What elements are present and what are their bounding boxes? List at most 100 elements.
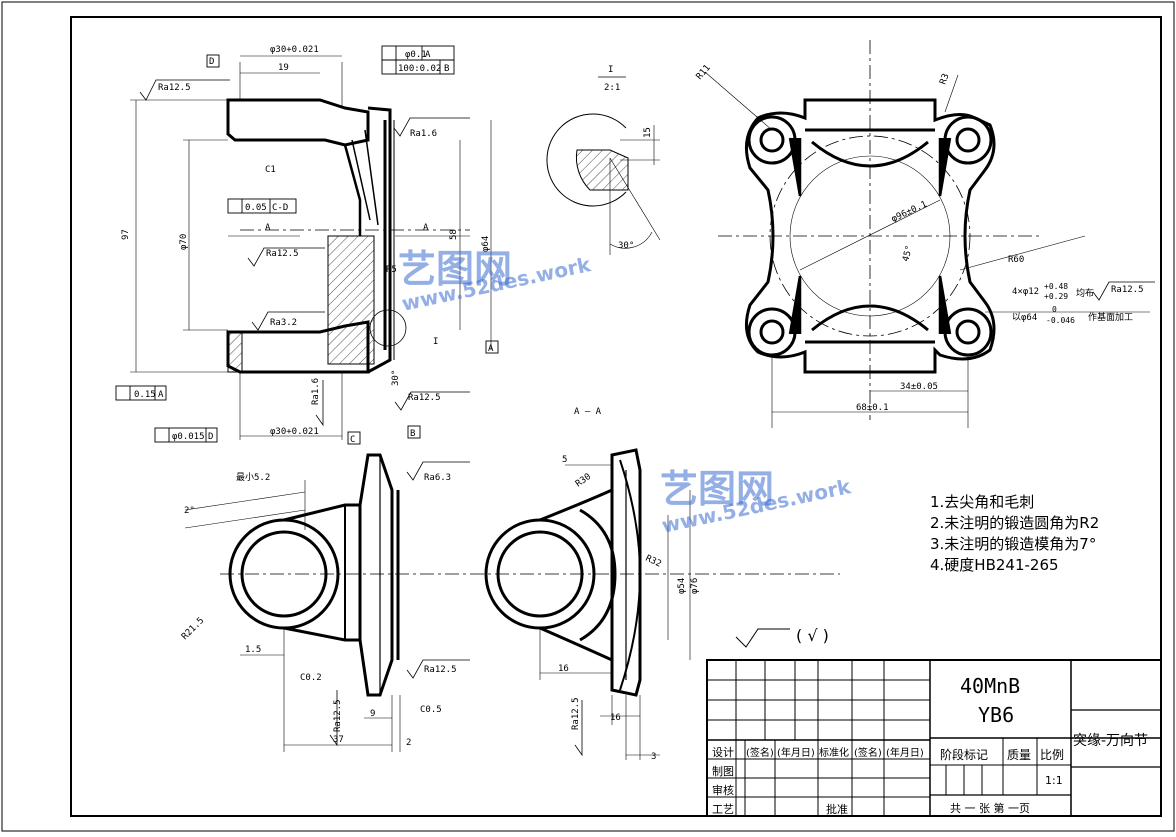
holes-even-label: 均布 xyxy=(1076,287,1094,299)
radius-r32: R32 xyxy=(644,554,663,570)
dim-d96: φ96±0.1 xyxy=(890,200,929,225)
dim-9: 9 xyxy=(370,709,375,719)
note-2: 2.未注明的锻造圆角为R2 xyxy=(930,514,1100,532)
row-design: 设计 xyxy=(712,746,734,759)
radius-r215: R21.5 xyxy=(180,616,206,642)
roughness-125-holes: Ra12.5 xyxy=(1111,285,1144,295)
gdt-conc-value: φ0.015 xyxy=(172,432,205,442)
dim-3: 3 xyxy=(651,752,656,762)
bottom-side-view xyxy=(184,453,840,752)
gdt-par-value: 100:0.02 xyxy=(398,64,441,74)
bore-tol-upper: 0 xyxy=(1052,305,1057,314)
dim-16-a: 16 xyxy=(558,664,569,674)
angle-45: 45° xyxy=(901,244,915,262)
scale-value: 1:1 xyxy=(1045,774,1063,787)
dim-15: 1.5 xyxy=(245,645,261,655)
row-process: 工艺 xyxy=(712,803,734,816)
bore-note: 作基面加工 xyxy=(1088,311,1133,323)
detail-callout-i: I xyxy=(433,337,438,347)
dim-5: 5 xyxy=(562,455,567,465)
mass-label: 质量 xyxy=(1007,748,1032,762)
dim-2: 2 xyxy=(406,738,411,748)
roughness-16-bore: Ra1.6 xyxy=(311,378,321,405)
dim-d70: φ70 xyxy=(179,234,189,250)
roughness-125-vert-right: Ra12.5 xyxy=(571,697,581,730)
drawing-number: YB6 xyxy=(978,703,1015,727)
note-1: 1.去尖角和毛刺 xyxy=(930,493,1035,511)
radius-r30: R30 xyxy=(574,472,593,490)
detail-scale: 2:1 xyxy=(604,83,620,93)
holes-tol-upper: +0.48 xyxy=(1044,282,1068,291)
dim-min-52: 最小5.2 xyxy=(236,472,270,483)
drawing-labels: φ30+0.021 19 φ30+0.021 97 φ70 58 φ64 C1 … xyxy=(121,45,1144,762)
part-name: 突缘-万向节 xyxy=(1073,733,1149,749)
chamfer-c05: C0.5 xyxy=(420,705,442,715)
note-3: 3.未注明的锻造模角为7° xyxy=(930,535,1097,553)
date-label-1: (年月日) xyxy=(777,748,815,759)
watermark-cn-2: 艺图网 xyxy=(660,467,775,511)
dim-d54: φ54 xyxy=(677,578,687,594)
bore-tol-lower: -0.046 xyxy=(1046,316,1075,325)
sheet-count: 共 一 张 第 一页 xyxy=(950,802,1030,815)
detail-view-i xyxy=(546,76,661,255)
section-mark-a-right: A xyxy=(423,223,429,233)
section-mark-a-left: A xyxy=(265,223,271,233)
sign-label-1: (签名) xyxy=(746,748,774,759)
roughness-125-bottom: Ra12.5 xyxy=(424,665,457,675)
radius-r11: R11 xyxy=(695,63,713,82)
dim-97: 97 xyxy=(121,229,131,240)
section-a-a-view xyxy=(484,448,691,760)
gdt-sym-value: 0.15 xyxy=(134,390,156,400)
roughness-16-flange: Ra1.6 xyxy=(410,129,437,139)
dim-58: 58 xyxy=(449,229,459,240)
radius-r3: R3 xyxy=(938,72,951,86)
dim-detail-15: 15 xyxy=(643,127,653,138)
radius-r5: R5 xyxy=(386,265,397,275)
gdt-conc-ref: D xyxy=(208,432,213,442)
datum-a: A xyxy=(488,344,494,354)
dim-d30-top: φ30+0.021 xyxy=(270,45,319,55)
gdt-par-ref: B xyxy=(444,64,449,74)
dim-d64: φ64 xyxy=(481,236,491,252)
gdt-pos-value: φ0.1 xyxy=(405,50,427,60)
radius-r60: R60 xyxy=(1008,255,1024,265)
gdt-perp-ref: C-D xyxy=(272,203,288,213)
roughness-63: Ra6.3 xyxy=(424,473,451,483)
note-4: 4.硬度HB241-265 xyxy=(930,556,1059,574)
holes-spec: 4×φ12 xyxy=(1012,287,1039,297)
gdt-perp-value: 0.05 xyxy=(245,203,267,213)
dim-19: 19 xyxy=(278,63,289,73)
angle-2: 2° xyxy=(184,506,195,516)
gdt-sym-ref: A xyxy=(158,390,164,400)
chamfer-c02: C0.2 xyxy=(300,673,322,683)
roughness-32: Ra3.2 xyxy=(270,318,297,328)
datum-c: C xyxy=(350,435,355,445)
holes-tol-lower: +0.29 xyxy=(1044,292,1068,301)
title-block-grid xyxy=(706,628,1162,817)
detail-title-i: I xyxy=(608,65,613,75)
watermark-cn-1: 艺图网 xyxy=(398,247,513,291)
roughness-125-vert-left: Ra12.5 xyxy=(333,699,343,732)
inner-frame xyxy=(70,16,1162,817)
roughness-125-top: Ra12.5 xyxy=(158,83,191,93)
angle-30-side: 30° xyxy=(391,370,401,386)
general-roughness: ( √ ) xyxy=(796,626,829,645)
dim-d30-bottom: φ30+0.021 xyxy=(270,427,319,437)
section-a-a-title: A — A xyxy=(574,407,602,417)
dim-d76: φ76 xyxy=(690,578,700,594)
gdt-pos-ref: A xyxy=(425,50,431,60)
material-label: 40MnB xyxy=(960,674,1021,698)
roughness-125-mid: Ra12.5 xyxy=(266,249,299,259)
scale-label: 比例 xyxy=(1040,748,1065,762)
standard-label: 标准化 xyxy=(819,748,849,759)
dim-34: 34±0.05 xyxy=(900,382,938,392)
dim-37: 37 xyxy=(333,735,344,745)
datum-d: D xyxy=(209,57,214,67)
technical-notes: 1.去尖角和毛刺 2.未注明的锻造圆角为R2 3.未注明的锻造模角为7° 4.硬… xyxy=(930,492,1099,576)
datum-b: B xyxy=(410,429,415,439)
roughness-125-hub: Ra12.5 xyxy=(408,393,441,403)
gdt-frames xyxy=(115,45,499,445)
